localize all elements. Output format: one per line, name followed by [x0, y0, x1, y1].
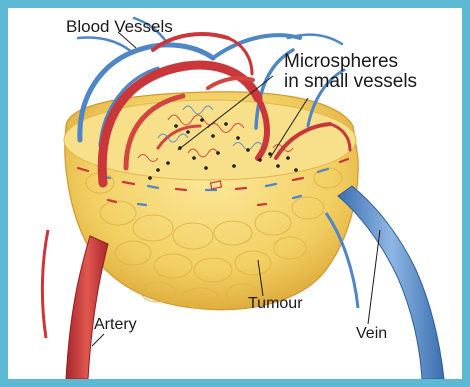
- label-microspheres: Microspheres in small vessels: [284, 52, 417, 92]
- label-blood-vessels: Blood Vessels: [66, 18, 173, 36]
- main-artery: [66, 236, 108, 379]
- label-artery: Artery: [94, 317, 137, 334]
- label-microspheres-line2: in small vessels: [284, 72, 417, 92]
- label-microspheres-line1: Microspheres: [284, 52, 417, 72]
- label-tumour: Tumour: [248, 296, 303, 313]
- label-vein: Vein: [356, 326, 387, 343]
- artery-branch: [42, 230, 48, 338]
